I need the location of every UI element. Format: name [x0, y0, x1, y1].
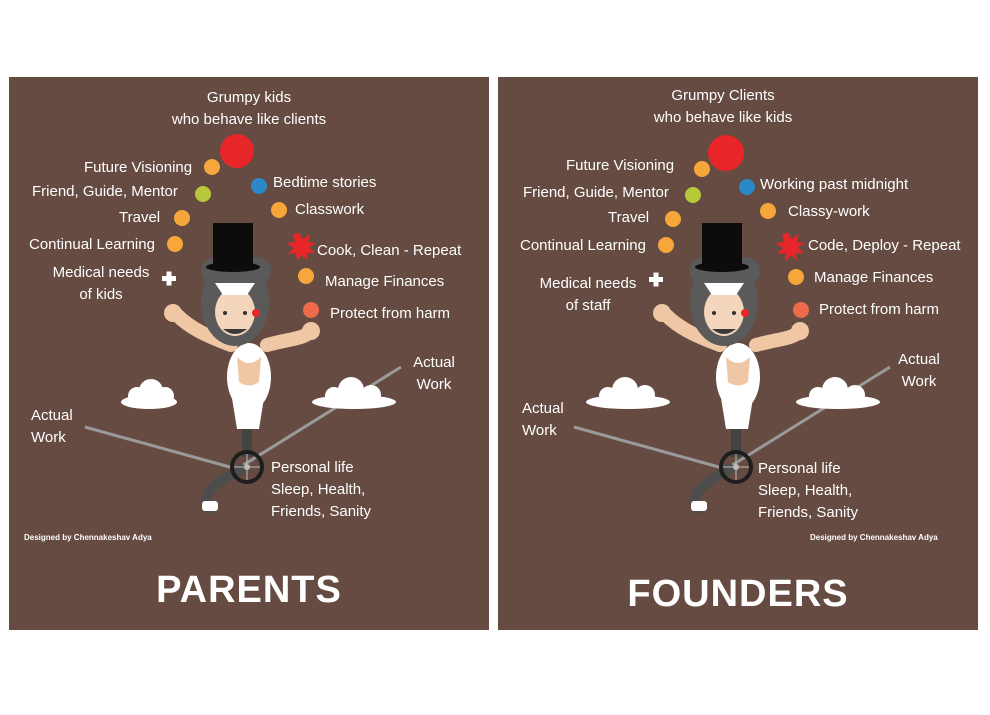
tightrope-right — [725, 365, 891, 471]
label-travel: Travel — [119, 209, 161, 226]
label-bedtime-stories: Bedtime stories — [273, 174, 377, 191]
medical-cross-icon — [162, 271, 176, 286]
label-friend-guide-mentor: Friend, Guide, Mentor — [523, 184, 669, 201]
designer-credit: Designed by Chennakeshav Adya — [810, 533, 938, 542]
orange-ball — [658, 237, 674, 253]
label-future-visioning: Future Visioning — [566, 157, 675, 174]
top-hat-icon — [206, 223, 260, 272]
blue-ball — [251, 178, 267, 194]
label-code-deploy-repeat: Code, Deploy - Repeat — [808, 237, 961, 254]
cloud-icon — [121, 379, 177, 409]
top-label: Grumpy kids who behave like clients — [171, 89, 327, 128]
tightrope-right — [236, 365, 402, 471]
label-medical-needs: Medical needs of kids — [52, 264, 150, 303]
orange-ball — [760, 203, 776, 219]
orange-ball — [204, 159, 220, 175]
label-continual-learning: Continual Learning — [520, 237, 646, 254]
label-friend-guide-mentor: Friend, Guide, Mentor — [32, 183, 178, 200]
label-protect-from-harm: Protect from harm — [330, 305, 451, 322]
cloud-icon — [796, 377, 880, 409]
orange-ball — [167, 236, 183, 252]
label-medical-needs: Medical needs of staff — [539, 275, 637, 314]
red-ball — [708, 135, 744, 171]
top-hat-icon — [695, 223, 749, 272]
orange-ball — [174, 210, 190, 226]
lime-ball — [195, 186, 211, 202]
label-manage-finances: Manage Finances — [814, 269, 934, 286]
panel-parents: Grumpy kids who behave like clients Futu… — [9, 77, 489, 630]
orange-ball — [788, 269, 804, 285]
juggler-illustration — [84, 223, 402, 514]
splat-icon — [287, 233, 316, 261]
tightrope-left — [84, 425, 238, 471]
orange-ball — [665, 211, 681, 227]
top-label: Grumpy Clients who behave like kids — [653, 87, 793, 126]
label-continual-learning: Continual Learning — [29, 236, 155, 253]
label-personal-life: Personal life Sleep, Health, Friends, Sa… — [758, 460, 859, 521]
label-manage-finances: Manage Finances — [325, 273, 445, 290]
label-classy-work: Classy-work — [788, 203, 870, 220]
unicycle-icon — [719, 417, 753, 484]
medical-cross-icon — [649, 272, 663, 287]
label-cook-clean-repeat: Cook, Clean - Repeat — [317, 242, 462, 259]
label-personal-life: Personal life Sleep, Health, Friends, Sa… — [271, 459, 372, 520]
juggler-illustration — [573, 223, 891, 514]
splat-icon — [776, 233, 805, 261]
panel-title: PARENTS — [156, 569, 342, 611]
label-classwork: Classwork — [295, 201, 365, 218]
orange-ball — [298, 268, 314, 284]
label-working-past-midnight: Working past midnight — [760, 176, 909, 193]
orange-ball — [694, 161, 710, 177]
unicycle-icon — [230, 417, 264, 484]
monkey-mask — [201, 257, 271, 346]
label-actual-work-left: Actual Work — [522, 400, 564, 439]
orange-ball — [271, 202, 287, 218]
panel-title: FOUNDERS — [627, 573, 849, 615]
label-travel: Travel — [608, 209, 650, 226]
label-actual-work-left: Actual Work — [31, 407, 73, 446]
panel-founders: Grumpy Clients who behave like kids Futu… — [498, 77, 978, 630]
lime-ball — [685, 187, 701, 203]
label-actual-work-right: Actual Work — [413, 354, 455, 393]
blue-ball — [739, 179, 755, 195]
label-actual-work-right: Actual Work — [898, 351, 940, 390]
cloud-icon — [586, 377, 670, 409]
tightrope-left — [573, 425, 727, 471]
label-protect-from-harm: Protect from harm — [819, 301, 940, 318]
red-ball — [220, 134, 254, 168]
salmon-ball — [793, 302, 809, 318]
salmon-ball — [303, 302, 319, 318]
cloud-icon — [312, 377, 396, 409]
designer-credit: Designed by Chennakeshav Adya — [24, 533, 152, 542]
label-future-visioning: Future Visioning — [84, 159, 193, 176]
